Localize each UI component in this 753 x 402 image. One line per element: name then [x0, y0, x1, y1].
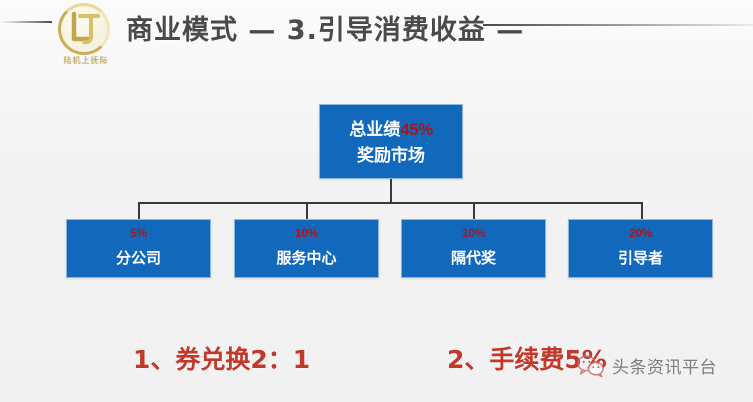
chart-node-guide[interactable]: 20% 引导者: [568, 219, 713, 278]
watermark-text: 头条资讯平台: [612, 358, 717, 378]
chart-node-root[interactable]: 总业绩45% 奖励市场: [319, 104, 463, 179]
slide-footer: 1、券兑换2：1 2、手续费5%: [0, 330, 753, 402]
header-rule-left: [0, 21, 52, 23]
chart-node-root-label-main: 奖励市场: [357, 146, 425, 167]
chart-node-root-percent: 45%: [400, 119, 433, 139]
watermark: 头条资讯平台: [577, 353, 717, 378]
connector-bus: [138, 202, 642, 204]
chart-node-branch-company[interactable]: 5% 分公司: [66, 219, 211, 278]
chart-node-service-center[interactable]: 10% 服务中心: [234, 219, 379, 278]
wechat-icon: [577, 354, 604, 377]
page-title: 商业模式 — 3.引导消费收益 —: [126, 15, 525, 46]
chart-node-generation-bonus[interactable]: 10% 隔代奖: [401, 219, 546, 278]
footer-note-service-fee: 2、手续费5%: [447, 345, 607, 374]
footer-note-voucher-exchange: 1、券兑换2：1: [133, 345, 311, 374]
logo-subtitle: 陆机上抚际: [63, 56, 109, 65]
header-rule-right: [483, 24, 753, 26]
chart-node-percent: 10%: [461, 226, 486, 240]
chart-node-root-line1: 总业绩45%: [349, 115, 433, 140]
logo-ring: [58, 3, 110, 55]
connector-drop: [473, 202, 475, 219]
brand-logo: 陆机上抚际: [46, 0, 126, 74]
chart-node-label: 服务中心: [276, 249, 337, 267]
chart-node-label: 引导者: [617, 249, 663, 267]
chart-node-percent: 5%: [130, 226, 147, 240]
chart-node-root-label-prefix: 总业绩: [349, 119, 401, 140]
connector-drop: [138, 202, 140, 219]
slide-header: 陆机上抚际 商业模式 — 3.引导消费收益 —: [0, 0, 753, 78]
org-chart: 总业绩45% 奖励市场 5% 分公司 10% 服务中心 10% 隔代奖 20% …: [0, 90, 753, 305]
connector-drop: [641, 202, 643, 219]
chart-node-percent: 20%: [628, 226, 653, 240]
connector-stem: [390, 179, 392, 203]
chart-node-percent: 10%: [294, 226, 319, 240]
chart-node-label: 隔代奖: [450, 249, 496, 267]
logo-monogram-icon: [71, 11, 100, 45]
connector-drop: [306, 202, 308, 219]
chart-node-label: 分公司: [115, 249, 161, 267]
